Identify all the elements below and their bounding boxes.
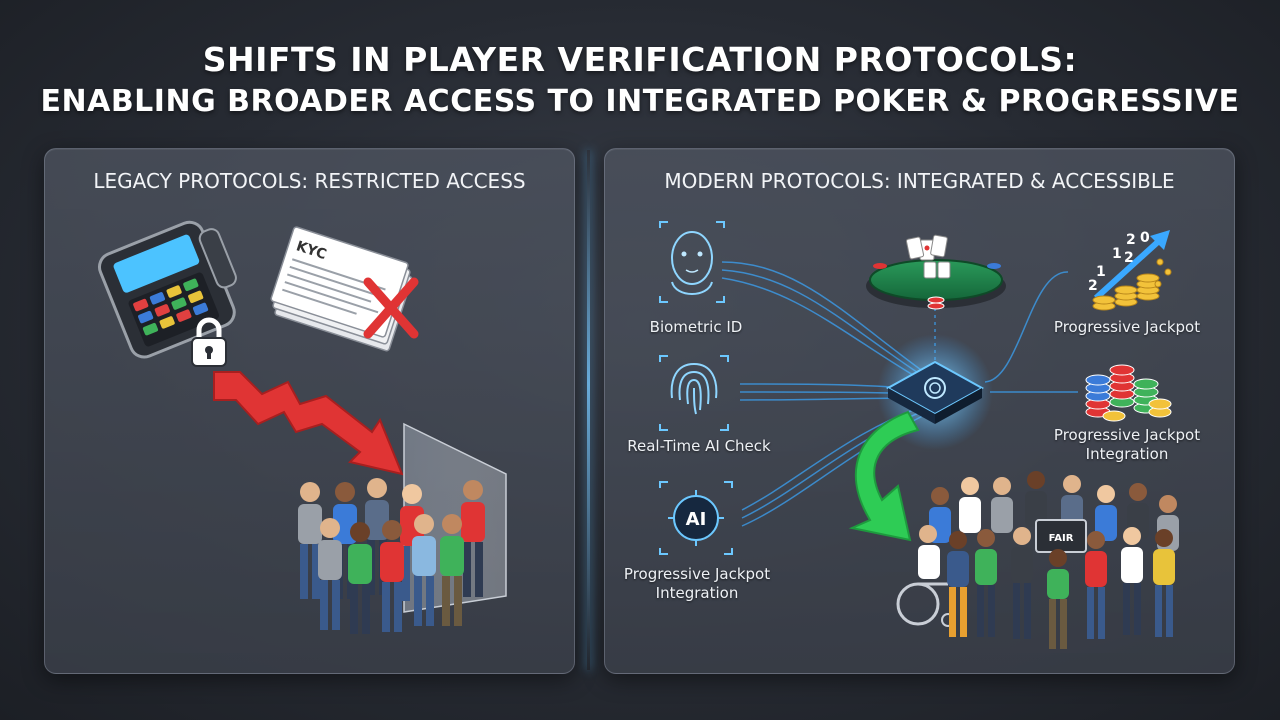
rejected-x-icon (363, 277, 419, 339)
restricted-arrow (213, 371, 404, 476)
real-time-ai-check-label: Real-Time AI Check (627, 437, 771, 455)
chip-stacks-icon (1085, 364, 1172, 422)
jackpot-digit: 1 (1112, 246, 1122, 262)
input-jackpot-integration-label: Progressive Jackpot Integration (623, 565, 771, 602)
page-title-line-2: ENABLING BROADER ACCESS TO INTEGRATED PO… (40, 84, 1240, 119)
face-scan-icon (659, 221, 725, 303)
access-arrow (848, 410, 920, 542)
screen-label: FAIR (1049, 533, 1074, 544)
page-title-line-1: SHIFTS IN PLAYER VERIFICATION PROTOCOLS: (202, 40, 1078, 79)
inclusive-crowd-icon: FAIR (896, 471, 1179, 649)
modern-panel-title: MODERN PROTOCOLS: INTEGRATED & ACCESSIBL… (664, 169, 1175, 193)
jackpot-digit: 2 (1124, 250, 1134, 266)
jackpot-digit: 1 (1096, 264, 1106, 280)
biometric-id-label: Biometric ID (649, 318, 743, 336)
restricted-crowd-icon (298, 478, 485, 634)
padlock-icon (191, 317, 227, 367)
jackpot-digit: 0 (1140, 230, 1150, 246)
kyc-documents-icon: KYC (270, 226, 413, 352)
jackpot-digit: 2 (1088, 278, 1098, 294)
fair-play-screen: FAIR (1035, 519, 1087, 553)
ai-chip-icon: AI (659, 481, 733, 555)
jackpot-growth-icon: 2 0 1 2 1 2 (1088, 230, 1172, 311)
progressive-jackpot-label: Progressive Jackpot (1053, 318, 1201, 336)
card-terminal-icon (97, 220, 237, 359)
legacy-panel-title: LEGACY PROTOCOLS: RESTRICTED ACCESS (93, 169, 526, 193)
output-jackpot-integration-label: Progressive Jackpot Integration (1053, 426, 1201, 463)
fingerprint-icon (659, 355, 729, 431)
center-divider (587, 150, 590, 670)
poker-table-icon (866, 234, 1006, 310)
jackpot-digit: 2 (1126, 232, 1136, 248)
ai-badge-text: AI (686, 509, 707, 530)
wheelchair-icon (896, 525, 955, 627)
